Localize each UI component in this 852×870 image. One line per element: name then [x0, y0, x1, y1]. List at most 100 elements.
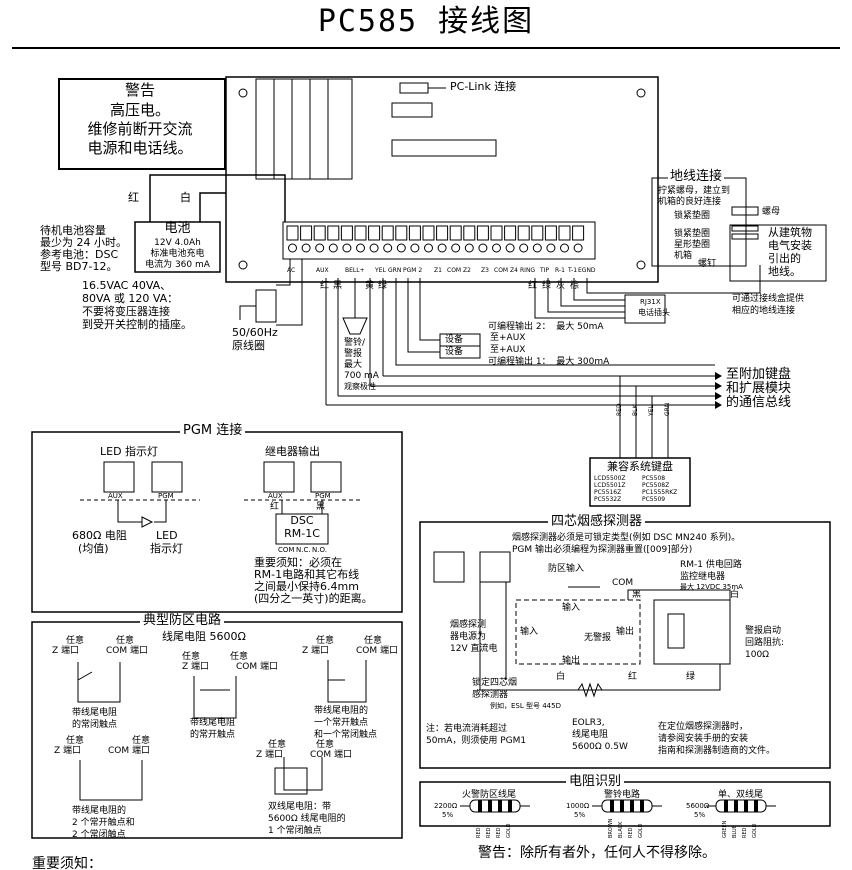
zone-z-terminal: Z 端口	[52, 646, 80, 656]
smoke-rm1-1: RM-1 供电回路	[680, 560, 742, 570]
resistor-band-label: GOLD	[506, 823, 512, 838]
wire-red: 红	[320, 281, 330, 291]
keybus-wire-label: RED	[616, 403, 623, 416]
keypad-model: PC1555RKZ	[642, 489, 678, 496]
zone-z-terminal: Z 端口	[54, 746, 82, 756]
zone-c3-1: 带线尾电阻的	[314, 706, 369, 716]
relay-nc: N.C.	[296, 546, 311, 554]
pc-link-label: PC-Link 连接	[450, 80, 517, 93]
relay-no: N.O.	[312, 546, 327, 554]
zone-any-label: 任意	[182, 652, 201, 662]
resistor-r1: 2200Ω	[434, 802, 458, 810]
led-label-2: 指示灯	[150, 542, 183, 555]
smoke-input-left: 输入	[520, 627, 539, 637]
terminal-screw-head	[396, 243, 406, 253]
footer-warning: 警告：除所有者外，任何人不得移除。	[478, 845, 716, 861]
ground-star-washer-2: 星形垫圈	[674, 240, 711, 250]
warning-line-1: 高压电。	[109, 101, 170, 119]
resistor-single: 单、双线尾	[718, 790, 764, 800]
terminal-screw	[490, 225, 503, 241]
smoke-lock-1: 锁定四芯烟	[472, 678, 518, 688]
zone-c1-1: 带线尾电阻	[72, 708, 118, 718]
terminal-screw	[327, 225, 340, 241]
smoke-green: 绿	[686, 672, 696, 682]
terminal-screw-head	[478, 243, 488, 253]
resistor-band	[630, 800, 634, 812]
smoke-black: 黑	[632, 590, 642, 600]
terminal-screw-head	[532, 243, 542, 253]
smoke-white: 白	[730, 590, 740, 600]
transformer-caption-1: 50/60Hz	[232, 326, 278, 339]
smoke-white-2: 白	[556, 672, 566, 682]
pgm-note-4: (四分之一英寸)的距离。	[254, 592, 373, 605]
smoke-title: 四芯烟感探测器	[548, 514, 646, 530]
smoke-desc-2: PGM 输出必须编程为探测器重置([009]部分)	[512, 545, 693, 555]
pgm2-label: 可编程输出 2： 最大 50mA	[488, 322, 604, 332]
terminal-screw-head	[451, 243, 461, 253]
resistor-band	[498, 800, 502, 812]
smoke-eolr-1: EOLR3,	[572, 718, 605, 728]
resistor-band	[478, 800, 482, 812]
resistor-band-label: BLUE	[732, 825, 738, 838]
terminal-label-yel: YEL	[375, 267, 386, 274]
resistor-body	[469, 799, 521, 813]
terminal-screw-head	[288, 243, 297, 253]
zone-c4-1: 带线尾电阻的	[72, 806, 127, 816]
terminal-label-com1: COM	[447, 267, 462, 274]
wire-brown: 棕	[570, 281, 580, 291]
terminal-screw	[313, 225, 326, 241]
dsc-label-2: RM-1C	[284, 527, 320, 540]
led-label-1: LED	[156, 529, 178, 542]
ground-building-2: 电气安装	[768, 239, 812, 252]
transformer-caption-2: 原线圈	[232, 339, 265, 352]
phone-plug-2: 电话插头	[638, 308, 670, 317]
battery-note-3: 参考电池：DSC	[40, 248, 119, 261]
resistor-r3: 5600Ω	[686, 802, 710, 810]
battery-note-2: 最少为 24 小时。	[40, 236, 127, 249]
terminal-label-grn: GRN	[388, 267, 402, 274]
terminal-label-z4: Z4	[510, 267, 518, 274]
ground-desc-2: 机箱的良好连接	[658, 197, 722, 207]
zone-c3-2: 一个常开触点	[314, 718, 369, 728]
terminal-screw-head	[328, 243, 338, 253]
terminal-screw	[354, 225, 367, 241]
resistor-band	[488, 800, 492, 812]
resistor-band-label: GOLD	[638, 823, 644, 838]
smoke-output-right: 输出	[616, 627, 635, 637]
smoke-note-5: 指南和探测器制造商的文件。	[658, 746, 776, 756]
resistor-band-label: GREEN	[722, 820, 728, 838]
terminal-screw-head	[492, 243, 501, 253]
ground-note-2: 相应的地线连接	[732, 306, 796, 316]
relay-aux: AUX	[268, 492, 283, 500]
resistor-id-title: 电阻识别	[566, 774, 625, 790]
battery-red-label: 红	[128, 191, 139, 204]
terminal-screw	[449, 225, 462, 241]
zone-c5-1: 双线尾电阻：带	[268, 802, 332, 812]
resistor-band-label: RED	[628, 827, 634, 838]
warning-line-2: 维修前断开交流	[87, 120, 193, 138]
relay-pgm: PGM	[315, 492, 331, 500]
wire-gray: 灰	[556, 281, 566, 291]
terminal-screw	[463, 225, 476, 241]
transformer-note-1: 16.5VAC 40VA、	[82, 279, 172, 292]
resistor-band-label: RED	[476, 827, 482, 838]
terminal-screw	[436, 225, 449, 241]
transformer-note-2: 80VA 或 120 VA：	[82, 292, 179, 305]
relay-com: COM	[278, 546, 295, 554]
smoke-rm1-3: 最大 12VDC 35mA	[680, 583, 743, 591]
keybus-wire-label: YEL	[648, 405, 655, 416]
zone-any-label: 任意	[116, 636, 135, 646]
zone-com-terminal: COM 端口	[236, 662, 278, 672]
battery-desc-2: 电流为 360 mA	[145, 260, 210, 270]
smoke-lock-2: 感探测器	[472, 690, 509, 700]
led-title: LED 指示灯	[100, 445, 159, 458]
ground-building-3: 引出的	[768, 252, 801, 265]
relay-black: 黑	[316, 502, 326, 512]
zone-any-label: 任意	[230, 652, 249, 662]
zone-any-label: 任意	[132, 736, 151, 746]
terminal-screw-head	[342, 243, 352, 253]
terminal-screw	[504, 225, 517, 241]
smoke-alarm-3: 100Ω	[745, 650, 770, 660]
zone-title: 典型防区电路	[140, 613, 225, 629]
pgm-note-3: 之间最小保持6.4mm	[254, 580, 359, 593]
